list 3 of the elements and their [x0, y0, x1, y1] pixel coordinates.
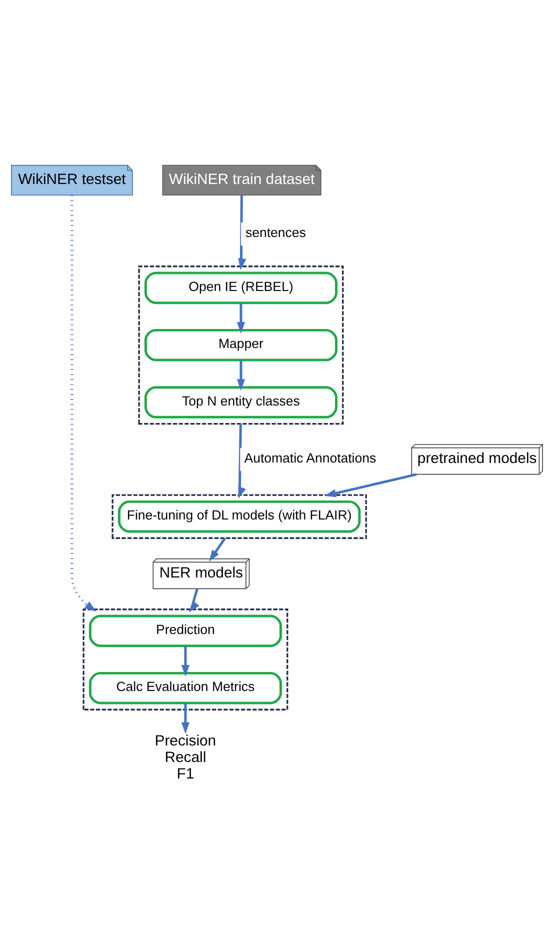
node-text: Precision Recall F1: [154, 734, 216, 783]
edge-label: Automatic Annotations: [244, 450, 376, 466]
edge-label: sentences: [246, 225, 306, 240]
